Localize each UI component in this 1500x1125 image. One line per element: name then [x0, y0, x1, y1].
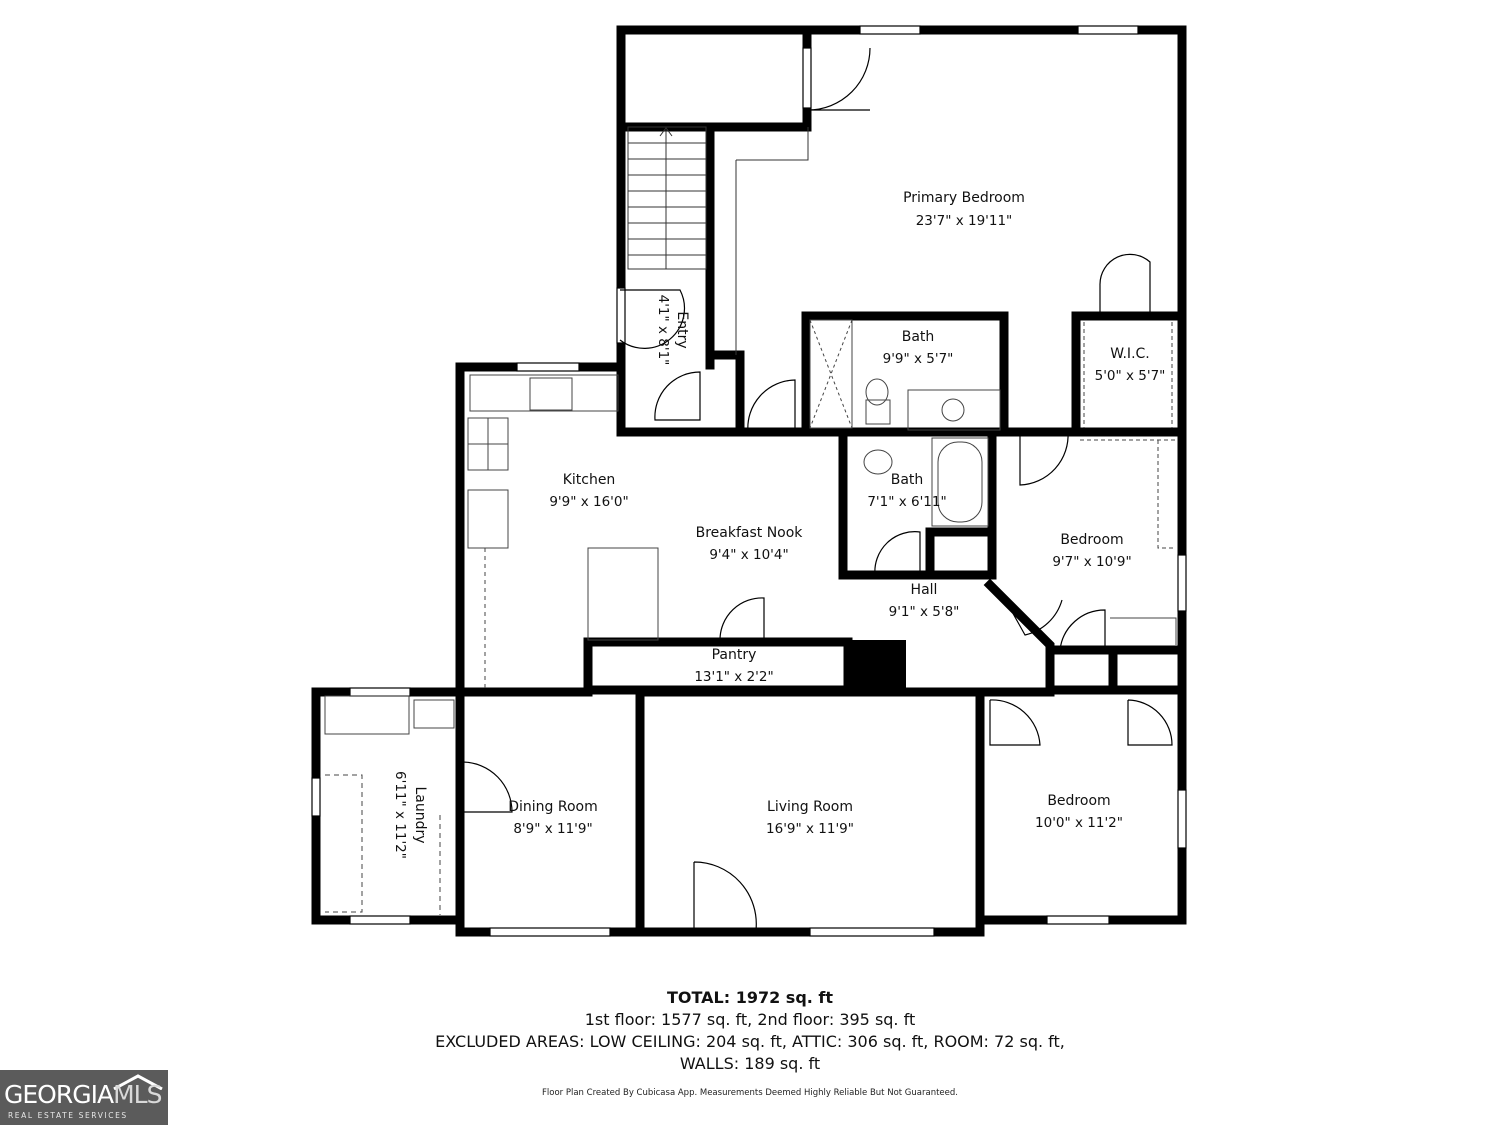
- room-entry-dims: 4'1" x 8'1": [655, 295, 671, 366]
- area-summary: TOTAL: 1972 sq. ft 1st floor: 1577 sq. f…: [350, 987, 1150, 1075]
- door-swing: [462, 761, 513, 813]
- summary-floors: 1st floor: 1577 sq. ft, 2nd floor: 395 s…: [584, 1010, 916, 1029]
- room-dining-room-name: Dining Room: [508, 799, 598, 815]
- wall-hall-diagonal: [983, 578, 1055, 695]
- room-laundry-name: Laundry: [412, 786, 428, 843]
- toilet-bowl: [865, 378, 889, 406]
- wall-right-outer: [975, 427, 1187, 925]
- floor-plan: Primary Bedroom 23'7" x 19'11" Entry 4'1…: [311, 25, 1187, 937]
- wall-bath-primary: [801, 311, 1009, 437]
- door-swing: [1059, 609, 1106, 651]
- summary-walls: WALLS: 189 sq. ft: [679, 1054, 821, 1073]
- windows: [311, 25, 1187, 937]
- utility-sink: [413, 699, 455, 729]
- closet-shelf: [1080, 439, 1175, 549]
- room-pantry-name: Pantry: [712, 647, 757, 663]
- door-swing: [654, 371, 701, 421]
- shower: [809, 319, 853, 429]
- summary-total: TOTAL: 1972 sq. ft: [666, 988, 834, 1007]
- wall-closet-box: [616, 25, 812, 132]
- kitchen-sink: [529, 377, 573, 411]
- sink: [941, 398, 965, 422]
- room-bedroom-1-dims: 9'7" x 10'9": [1052, 554, 1131, 570]
- wall-bath-hall: [838, 427, 997, 580]
- island: [587, 547, 659, 641]
- room-bedroom-1-name: Bedroom: [1060, 532, 1123, 548]
- disclaimer: Floor Plan Created By Cubicasa App. Meas…: [542, 1088, 958, 1098]
- summary-excluded: EXCLUDED AREAS: LOW CEILING: 204 sq. ft,…: [435, 1032, 1065, 1051]
- wall-lower-bottom: [455, 687, 985, 937]
- room-pantry-dims: 13'1" x 2'2": [694, 669, 773, 685]
- door-swing: [989, 699, 1041, 746]
- door-swing: [693, 861, 757, 931]
- door-swing: [1127, 699, 1173, 746]
- room-living-room-dims: 16'9" x 11'9": [766, 821, 854, 837]
- doors: [462, 47, 1173, 931]
- room-wic-name: W.I.C.: [1110, 346, 1150, 362]
- wall-entry-inner: [705, 350, 745, 437]
- fridge: [467, 489, 509, 549]
- room-hall-dims: 9'1" x 5'8": [889, 604, 960, 620]
- room-bath-hall-dims: 7'1" x 6'11": [867, 494, 946, 510]
- fixtures: [324, 319, 1177, 915]
- chimney-block: [848, 640, 906, 690]
- georgia-mls-logo: GEORGIAMLS REAL ESTATE SERVICES: [0, 1070, 168, 1125]
- vanity: [907, 389, 1001, 431]
- room-breakfast-nook-name: Breakfast Nook: [696, 525, 804, 541]
- room-bedroom-2-name: Bedroom: [1047, 793, 1110, 809]
- laundry-shelf: [325, 774, 363, 913]
- room-primary-bedroom-dims: 23'7" x 19'11": [916, 213, 1013, 229]
- room-hall-name: Hall: [911, 582, 938, 598]
- stairs: [627, 126, 809, 355]
- room-living-room-name: Living Room: [767, 799, 853, 815]
- door-swing: [747, 379, 796, 433]
- room-bedroom-2-dims: 10'0" x 11'2": [1035, 815, 1123, 831]
- door-swing: [1019, 431, 1069, 486]
- room-laundry-dims: 6'11" x 11'2": [392, 771, 408, 859]
- toilet-tank: [865, 399, 891, 425]
- tub: [931, 437, 989, 527]
- door-swing: [807, 47, 871, 111]
- wic-shelf: [1083, 322, 1173, 428]
- kitchen-counter-top: [469, 374, 619, 412]
- room-breakfast-nook-dims: 9'4" x 10'4": [709, 547, 788, 563]
- room-bath-hall-name: Bath: [891, 472, 924, 488]
- wall-laundry: [311, 687, 465, 925]
- room-bath-primary-name: Bath: [902, 329, 935, 345]
- room-bath-primary-dims: 9'9" x 5'7": [883, 351, 954, 367]
- room-entry-name: Entry: [674, 311, 690, 348]
- door-swing: [1099, 253, 1151, 316]
- door-swing: [999, 589, 1063, 636]
- room-primary-bedroom-name: Primary Bedroom: [903, 190, 1025, 206]
- room-wic-dims: 5'0" x 5'7": [1095, 368, 1166, 384]
- roof-icon: [113, 1074, 163, 1090]
- logo-wordmark: GEORGIAMLS: [4, 1080, 162, 1109]
- room-kitchen-name: Kitchen: [563, 472, 616, 488]
- logo-subtitle: REAL ESTATE SERVICES: [8, 1111, 128, 1120]
- washer: [324, 695, 410, 735]
- room-dining-room-dims: 8'9" x 11'9": [513, 821, 592, 837]
- door-swing: [619, 289, 686, 349]
- door-swing: [719, 597, 765, 641]
- room-labels: Primary Bedroom 23'7" x 19'11" Entry 4'1…: [392, 190, 1165, 859]
- door-swing: [874, 531, 921, 576]
- toilet-hall: [863, 449, 893, 475]
- room-kitchen-dims: 9'9" x 16'0": [549, 494, 628, 510]
